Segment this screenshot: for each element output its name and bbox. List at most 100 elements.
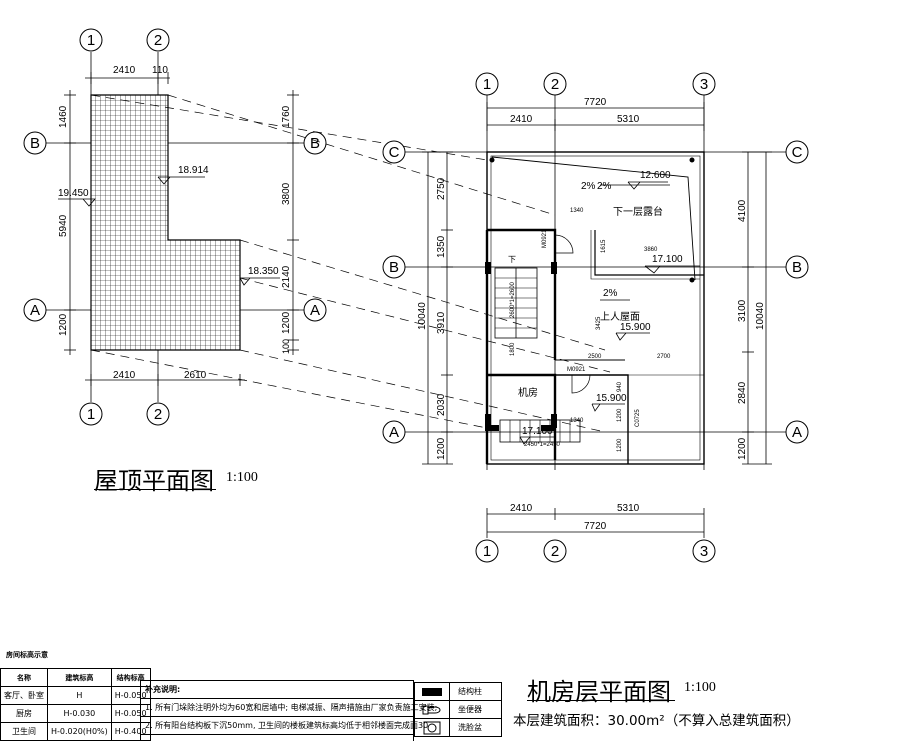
dim-text: 1340 [570, 418, 584, 424]
dim-text: 5310 [617, 503, 640, 514]
slope-text: 2% [581, 181, 596, 192]
dim-text: 1200 [58, 313, 69, 336]
machine-axis-label: C [792, 144, 803, 161]
dim-text: 1460 [58, 105, 69, 128]
dim-text: 2840 [737, 381, 748, 404]
door-label: M0921 [567, 367, 586, 373]
elevation-text: 18.350 [248, 266, 279, 277]
machine-axis-label: C [389, 144, 400, 161]
machine-axis-bubbles [382, 72, 809, 563]
dim-text: 1800 [510, 342, 516, 356]
dim-text: 2410 [510, 114, 533, 125]
stair-label: 2450*1=2450 [524, 442, 561, 448]
dim-text: 2410 [113, 65, 136, 76]
structural-columns [485, 157, 695, 431]
elevation-table: 名称 建筑标高 结构标高 客厅、卧室 H H-0.050 厨房 H-0.030 … [0, 668, 151, 741]
dim-text: 940 [617, 381, 623, 392]
dim-text: 7720 [584, 521, 607, 532]
elevation-text: 15.900 [596, 393, 627, 404]
roof-plan [45, 52, 305, 402]
table-row: 客厅、卧室 H H-0.050 [0, 686, 151, 705]
dim-text: 4100 [737, 199, 748, 222]
roof-axis-label: B [30, 135, 40, 152]
dim-text: 1200 [737, 437, 748, 460]
roof-plan-title: 屋顶平面图 [94, 469, 214, 495]
note-item: 1. 所有门垛除注明外均为60宽和居墙中; 电梯减振、隔声措施由厂家负责施工安装… [141, 699, 437, 717]
room-label: 下一层露台 [613, 205, 663, 218]
dim-text: 1615 [601, 239, 607, 253]
room-label: 机房 [518, 386, 538, 399]
roof-tiled-area [90, 94, 241, 351]
roof-axis-label: 1 [87, 32, 95, 49]
machine-plan-title: 机房层平面图 [527, 680, 671, 706]
title-underline [527, 700, 675, 701]
machine-axis-label: 2 [551, 543, 559, 560]
stair-direction: 下 [508, 255, 516, 264]
toilet-icon [422, 705, 441, 714]
machine-axis-label: A [389, 424, 399, 441]
machine-axis-label: B [792, 259, 802, 276]
dim-text: 5310 [617, 114, 640, 125]
dim-text: 2700 [657, 354, 671, 360]
door-label: M0921 [542, 229, 548, 248]
machine-axis-label: A [792, 424, 802, 441]
dim-text: 1340 [570, 208, 584, 214]
machine-plan [405, 95, 790, 538]
machine-axis-label: 1 [483, 76, 491, 93]
dim-text: 2410 [113, 370, 136, 381]
roof-axis-label: 2 [154, 406, 162, 423]
machine-plan-scale: 1:100 [684, 680, 716, 695]
dim-text: 3800 [281, 182, 292, 205]
slope-text: 2% [597, 181, 612, 192]
legend-label: 结构柱 [458, 687, 482, 696]
dim-text: 1760 [281, 105, 292, 128]
dim-text: 2610 [184, 370, 207, 381]
dim-text: 7720 [584, 97, 607, 108]
dim-text: 110 [152, 65, 168, 76]
roof-axis-bubbles [23, 28, 327, 426]
dim-text: 10040 [417, 302, 428, 330]
slope-text: 2% [603, 288, 618, 299]
notes-title: 补充说明: [141, 681, 413, 699]
washbasin-icon [423, 721, 441, 734]
legend-box: 结构柱 坐便器 洗脸盆 [414, 682, 502, 737]
dim-text: 1350 [436, 235, 447, 258]
dim-text: 3910 [436, 311, 447, 334]
legend-label: 洗脸盆 [458, 723, 482, 732]
dim-text: 2410 [510, 503, 533, 514]
elevation-table-title: 房间标高示意 [6, 651, 48, 659]
dim-text: 1200 [436, 437, 447, 460]
room-label: 上人屋面 [600, 311, 640, 323]
machine-axis-label: 1 [483, 543, 491, 560]
window-label: C0725 [635, 409, 641, 427]
elevation-text: 12.600 [640, 170, 671, 181]
dim-text: 100 [281, 339, 291, 354]
elevation-text: 17.100 [652, 254, 683, 265]
legend-label: 坐便器 [458, 705, 482, 714]
roof-axis-label: 1 [87, 406, 95, 423]
elevation-text: 15.900 [620, 322, 651, 333]
column-symbol-icon [422, 687, 442, 696]
dim-text: 2500 [588, 354, 602, 360]
dim-text: 10040 [755, 302, 766, 330]
dim-text: 3100 [737, 299, 748, 322]
roof-axis-label: 2 [154, 32, 162, 49]
area-note: 本层建筑面积：30.00m²（不算入总建筑面积） [513, 713, 800, 729]
machine-axis-label: 3 [700, 543, 708, 560]
dim-text: 2030 [436, 393, 447, 416]
table-header: 建筑标高 [47, 668, 112, 687]
dim-text: 1200 [617, 408, 623, 422]
note-item: 2. 所有阳台结构板下沉50mm, 卫生间的楼板建筑标高均低于相邻楼面完成面30 [141, 717, 428, 735]
notes-box: 补充说明: 1. 所有门垛除注明外均为60宽和居墙中; 电梯减振、隔声措施由厂家… [140, 680, 437, 741]
roof-axis-label: A [310, 302, 320, 319]
machine-axis-label: B [389, 259, 399, 276]
table-row: 卫生间 H-0.020(H0%) H-0.400 [0, 722, 151, 741]
projection-lines [90, 94, 611, 433]
roof-axis-label: B [310, 135, 320, 152]
elevation-text: 19.450 [58, 188, 89, 199]
title-underline [94, 489, 216, 490]
stair-label: 2600*1=2600 [510, 281, 516, 318]
dim-text: 1200 [281, 311, 292, 334]
